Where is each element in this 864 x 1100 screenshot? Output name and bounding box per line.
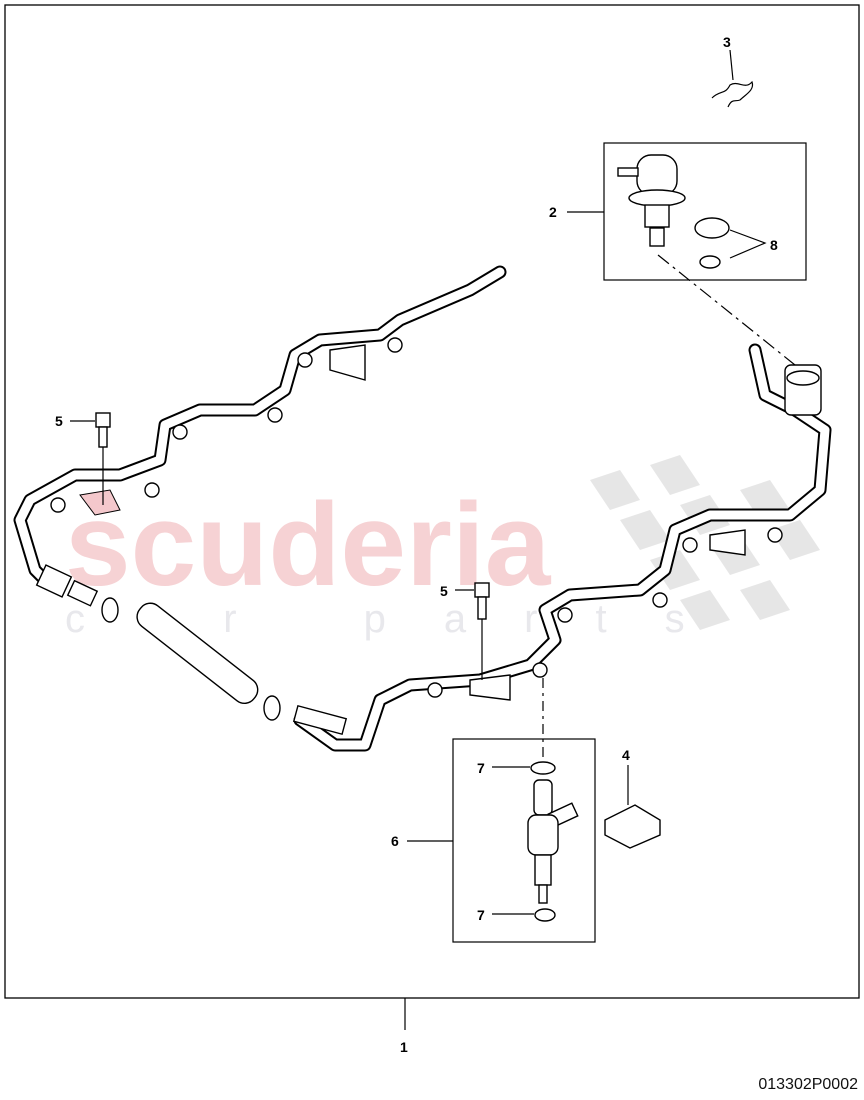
- callout-2: 2: [549, 204, 557, 220]
- hose-clamp: [101, 597, 119, 623]
- o-ring-small: [699, 255, 721, 269]
- injector-box: [452, 738, 596, 943]
- bolt-center: [474, 582, 490, 680]
- callout-4: 4: [622, 747, 630, 763]
- callout-5: 5: [55, 413, 63, 429]
- callout-1: 1: [400, 1039, 408, 1055]
- fuel-rail-right: [292, 343, 832, 752]
- retaining-clip: [604, 804, 661, 849]
- fuel-rail-left: [13, 265, 507, 721]
- callout-7: 7: [477, 760, 485, 776]
- fuel-injector: [527, 761, 579, 922]
- drawing-number: 013302P0002: [758, 1076, 858, 1093]
- fuel-hose: [136, 602, 259, 705]
- callout-7: 7: [477, 907, 485, 923]
- callout-5: 5: [440, 583, 448, 599]
- callout-3: 3: [723, 34, 731, 50]
- watermark: scuderia car parts: [65, 455, 820, 641]
- wire-clip: [711, 80, 754, 108]
- fuel-pressure-regulator: [617, 154, 686, 247]
- callout-8: 8: [770, 237, 778, 253]
- assembly-frame: [4, 4, 860, 999]
- watermark-brand: scuderia: [65, 479, 552, 611]
- assembly-line: [657, 254, 796, 366]
- o-ring-large: [694, 217, 730, 239]
- callout-6: 6: [391, 833, 399, 849]
- hose-clamp: [263, 695, 281, 721]
- bolt-left: [95, 412, 111, 505]
